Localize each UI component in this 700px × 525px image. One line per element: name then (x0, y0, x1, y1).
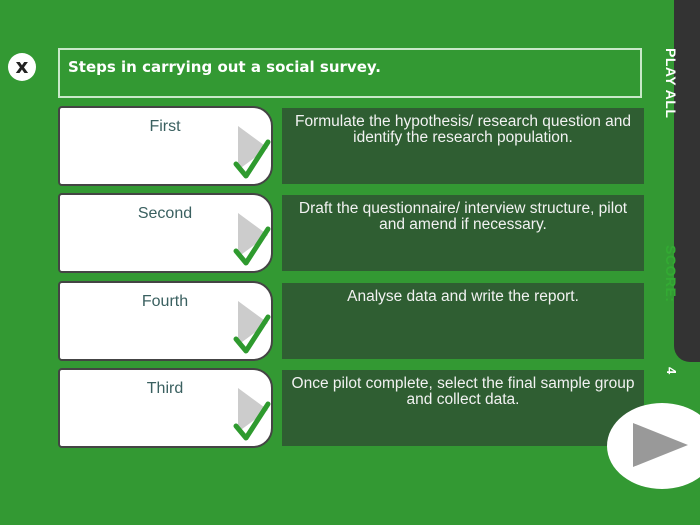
play-all-button[interactable]: PLAY ALL (663, 48, 679, 119)
next-button[interactable] (607, 403, 700, 489)
checkmark-icon (233, 401, 271, 441)
side-panel (674, 0, 700, 362)
step-description: Once pilot complete, select the final sa… (282, 370, 644, 446)
step-text: Analyse data and write the report. (347, 288, 579, 305)
step-row: First Formulate the hypothesis/ research… (0, 106, 700, 188)
step-description: Draft the questionnaire/ interview struc… (282, 195, 644, 271)
order-label: Fourth (141, 293, 189, 310)
score-value: 4 (664, 367, 679, 375)
step-text: Formulate the hypothesis/ research quest… (294, 113, 632, 146)
checkmark-icon (233, 139, 271, 179)
play-icon (633, 423, 688, 467)
order-card[interactable]: Third (58, 368, 273, 448)
step-row: Fourth Analyse data and write the report… (0, 281, 700, 363)
title-box: Steps in carrying out a social survey. (58, 48, 642, 98)
close-button[interactable]: x (8, 53, 36, 81)
order-card[interactable]: Fourth (58, 281, 273, 361)
score-label: SCORE: (663, 245, 679, 303)
step-row: Second Draft the questionnaire/ intervie… (0, 193, 700, 275)
checkmark-icon (233, 226, 271, 266)
order-card[interactable]: First (58, 106, 273, 186)
order-card[interactable]: Second (58, 193, 273, 273)
order-label: Second (137, 205, 193, 222)
step-text: Once pilot complete, select the final sa… (291, 375, 635, 408)
step-description: Analyse data and write the report. (282, 283, 644, 359)
step-text: Draft the questionnaire/ interview struc… (298, 200, 628, 233)
checkmark-icon (233, 314, 271, 354)
order-label: First (149, 118, 181, 135)
page-title: Steps in carrying out a social survey. (68, 58, 381, 76)
order-label: Third (146, 380, 184, 397)
step-row: Third Once pilot complete, select the fi… (0, 368, 700, 450)
close-icon: x (15, 54, 29, 78)
step-description: Formulate the hypothesis/ research quest… (282, 108, 644, 184)
